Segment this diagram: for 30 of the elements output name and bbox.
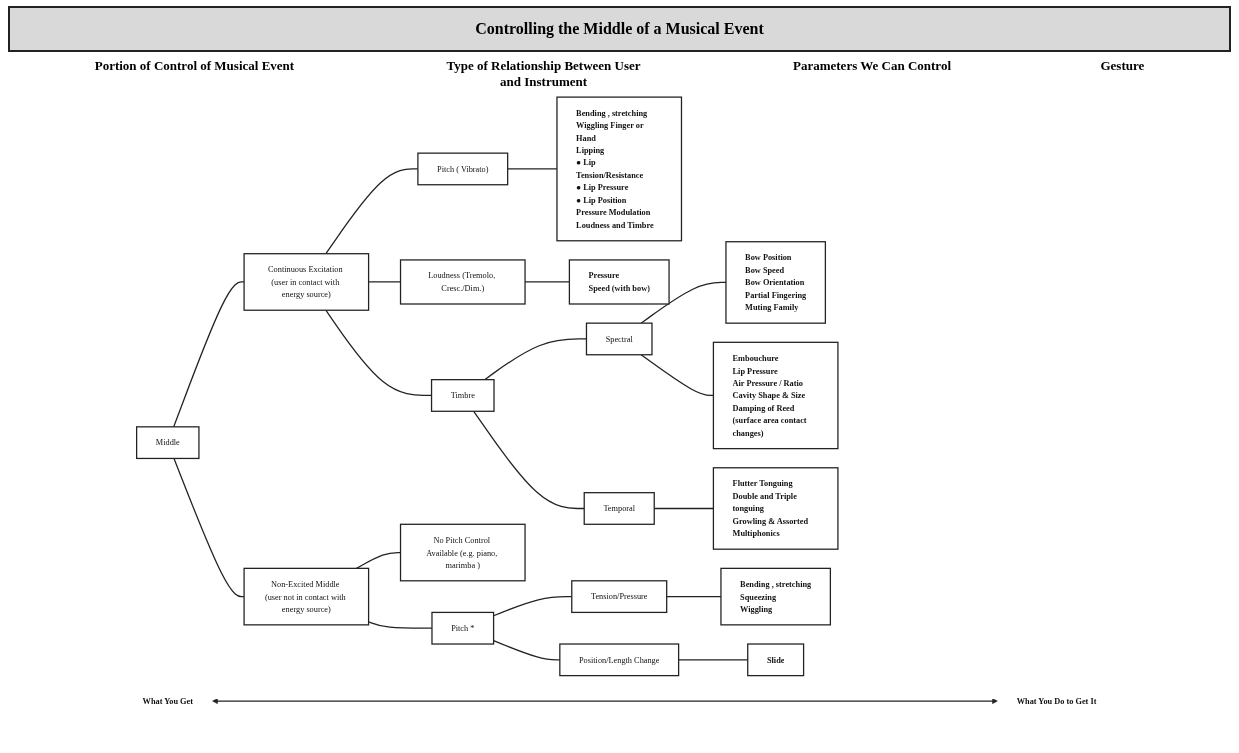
column-heading: Portion of Control of Musical Event <box>94 58 295 75</box>
node-box: Pitch * <box>431 611 495 645</box>
node-text: What You Do to Get It <box>1016 696 1097 706</box>
column-heading: Gesture <box>1100 58 1145 75</box>
node-box: Middle <box>136 426 200 460</box>
node-box: Bending , stretching Squeezing Wiggling <box>720 567 831 626</box>
title-banner: Controlling the Middle of a Musical Event <box>8 6 1231 52</box>
node-box: Loudness (Tremolo, Cresc./Dim.) <box>399 259 526 305</box>
column-heading: Parameters We Can Control <box>793 58 951 75</box>
connector <box>473 410 585 510</box>
node-text: What You Get <box>142 696 193 706</box>
node-box: Non-Excited Middle (user not in contact with energy source) <box>243 567 370 626</box>
node-box: Slide <box>747 643 805 677</box>
node-box: Bow Position Bow Speed Bow Orientation Partial Fingering Muting Family <box>725 241 826 324</box>
connector <box>173 281 245 428</box>
node-box: Tension/Pressure <box>571 580 668 614</box>
node-box: Continuous Excitation (user in contact with energy source) <box>243 253 370 311</box>
node-box: Temporal <box>583 492 655 525</box>
node-box: Pitch ( Vibrato) <box>417 152 509 186</box>
node-box: Position/Length Change <box>559 643 680 677</box>
node-box: Timbre <box>430 379 495 412</box>
node-box: Bending , stretching Wiggling Finger or Hand Lipping ● Lip Tension/Resistance ● Lip Pressure ● Lip Position Pressure Modulation Loudness and Timbre <box>556 96 683 242</box>
node-box: Spectral <box>585 322 653 356</box>
node-box: No Pitch Control Available (e.g. piano, marimba ) <box>399 523 526 582</box>
connector <box>173 457 245 598</box>
node-box: Pressure Speed (with bow) <box>568 259 670 305</box>
column-heading: Type of Relationship Between User and Instrument <box>445 58 642 90</box>
node-box: Flutter Tonguing Double and Triple tonguing Growling & Assorted Multiphonics <box>712 467 839 550</box>
node-box: Embouchure Lip Pressure Air Pressure / Ratio Cavity Shape & Size Damping of Reed (surface area contact changes) <box>712 341 839 450</box>
arrow <box>212 698 998 704</box>
